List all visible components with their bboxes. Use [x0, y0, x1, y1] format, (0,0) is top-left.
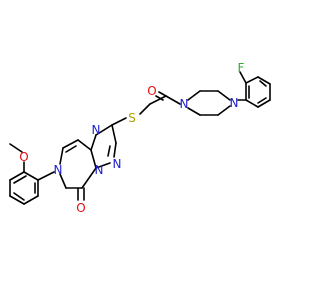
- bond: [245, 76, 259, 84]
- atom-labels: F N N O S N N N N O O: [19, 61, 244, 215]
- bond-double: [259, 80, 267, 87]
- bond: [23, 195, 39, 205]
- chemical-structure-diagram: F N N O S N N N N O O: [9, 61, 271, 215]
- atom-label-nitrogen: N: [180, 97, 189, 111]
- atom-label-nitrogen: N: [54, 163, 63, 177]
- atom-label-fluorine: F: [238, 61, 245, 75]
- structure-canvas: F N N O S N N N N O O: [9, 61, 271, 215]
- bond: [90, 134, 97, 151]
- bond: [59, 173, 67, 189]
- bond: [59, 147, 64, 165]
- bond: [37, 171, 55, 181]
- bond: [77, 139, 92, 151]
- bond: [257, 99, 271, 108]
- bond: [149, 95, 167, 105]
- bond-double: [13, 175, 27, 184]
- atom-label-nitrogen: N: [92, 123, 101, 137]
- bond: [9, 195, 25, 205]
- atom-label-nitrogen: N: [230, 96, 239, 110]
- atom-label-nitrogen: N: [95, 163, 104, 177]
- atom-label-sulfur: S: [128, 111, 136, 125]
- bond-double: [65, 145, 77, 153]
- atom-label-oxygen: O: [19, 150, 28, 164]
- bond: [187, 90, 201, 101]
- bond: [245, 99, 259, 108]
- bond: [95, 162, 111, 169]
- atom-label-oxygen: O: [147, 84, 156, 98]
- bond: [158, 91, 167, 97]
- bond-double: [257, 97, 267, 104]
- bond: [239, 71, 247, 84]
- bond: [62, 139, 79, 149]
- bond: [111, 124, 117, 144]
- bond: [9, 143, 23, 153]
- bond: [139, 103, 151, 115]
- bond: [81, 167, 97, 189]
- bond: [9, 171, 25, 181]
- atom-label-nitrogen: N: [113, 157, 122, 171]
- bond: [257, 76, 271, 85]
- bond: [187, 107, 201, 116]
- bond: [23, 171, 39, 181]
- bond: [165, 95, 181, 105]
- bond-double: [155, 95, 164, 101]
- bond-double: [107, 145, 111, 157]
- bond: [113, 142, 117, 158]
- bond: [217, 90, 231, 101]
- bond-double: [13, 192, 25, 201]
- bonds: [9, 71, 271, 205]
- bond: [217, 105, 231, 116]
- bond: [95, 124, 113, 136]
- bond: [90, 149, 97, 169]
- bond: [111, 117, 127, 126]
- atom-label-oxygen: O: [76, 201, 85, 215]
